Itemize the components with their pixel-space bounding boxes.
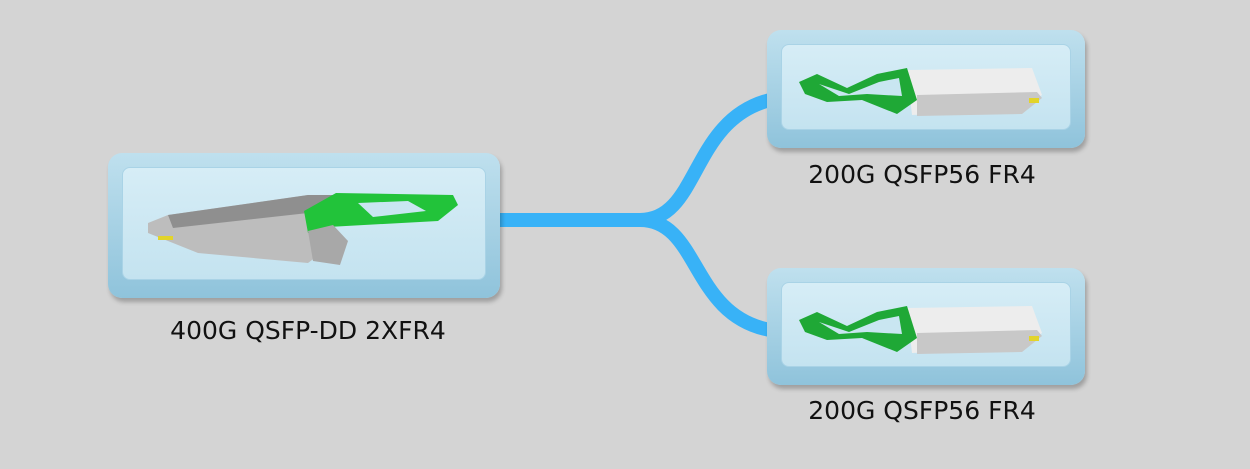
module-label: 200G QSFP56 FR4 bbox=[808, 396, 1036, 425]
module-200g-qsfp56-bottom bbox=[767, 268, 1085, 385]
module-label: 200G QSFP56 FR4 bbox=[808, 160, 1036, 189]
module-label: 400G QSFP-DD 2XFR4 bbox=[170, 316, 446, 345]
module-200g-qsfp56-top bbox=[767, 30, 1085, 148]
qsfp-dd-transceiver-icon bbox=[148, 193, 458, 265]
module-400g-qsfp-dd bbox=[108, 153, 500, 298]
qsfp56-transceiver-icon bbox=[799, 306, 1042, 354]
qsfp56-transceiver-icon bbox=[799, 68, 1042, 116]
